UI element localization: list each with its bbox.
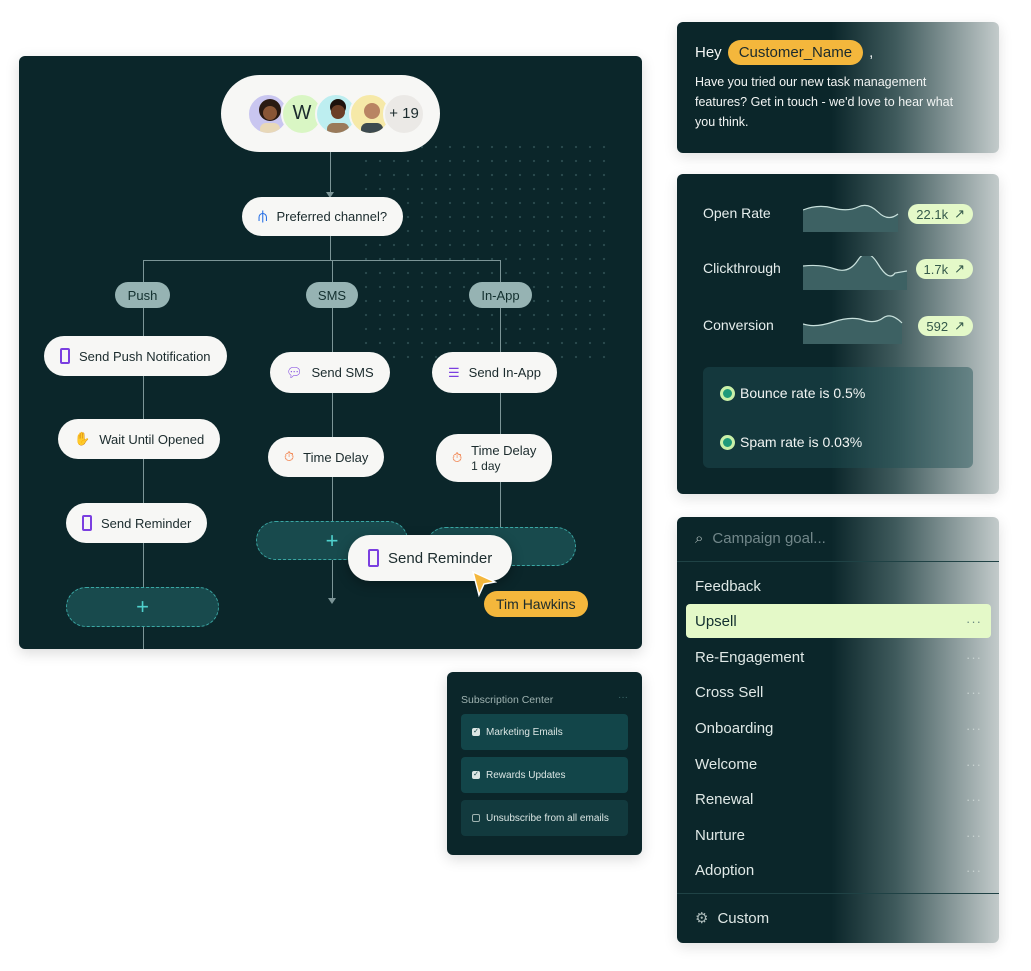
step-label: Time Delay — [303, 449, 369, 465]
stopwatch-icon: ⏱︎ — [452, 450, 463, 466]
spam-rate: Spam rate is 0.03% — [740, 434, 863, 450]
goal-cross-sell[interactable]: Cross Sell··· — [695, 683, 982, 701]
custom-goal-button[interactable]: ⚙ Custom — [695, 909, 770, 928]
add-step-button[interactable]: + — [66, 587, 219, 627]
more-icon: ··· — [966, 684, 982, 700]
phone-icon — [368, 549, 379, 567]
goal-welcome[interactable]: Welcome··· — [695, 755, 982, 773]
trend-up-icon: ↗ — [954, 206, 965, 221]
step-send-sms[interactable]: 💬︎ Send SMS — [270, 352, 390, 393]
more-icon: ··· — [966, 720, 982, 736]
more-icon: ··· — [966, 862, 982, 878]
goal-nurture[interactable]: Nurture··· — [695, 826, 982, 844]
document-icon: ☰ — [448, 364, 460, 380]
audience-count: + 19 — [383, 92, 425, 135]
campaign-search-input[interactable]: Campaign goal... — [712, 530, 826, 547]
goal-feedback[interactable]: Feedback — [695, 577, 761, 595]
dragged-send-reminder[interactable]: Send Reminder — [348, 535, 513, 581]
cursor-user-label: Tim Hawkins — [484, 591, 588, 617]
more-icon[interactable]: ··· — [618, 692, 628, 703]
deliverability-panel: Bounce rate is 0.5% Spam rate is 0.03% — [703, 367, 973, 468]
personalization-token[interactable]: Customer_Name — [727, 40, 864, 65]
trend-up-icon: ↗ — [954, 261, 965, 276]
bounce-rate: Bounce rate is 0.5% — [740, 385, 866, 401]
goal-re-engagement[interactable]: Re-Engagement··· — [695, 648, 982, 666]
journey-canvas: W + 19 ⫛ Preferred channel? Push SMS In-… — [19, 56, 642, 649]
step-send-in-app[interactable]: ☰ Send In-App — [432, 352, 557, 393]
subscription-center-card: Subscription Center ··· ✓Marketing Email… — [447, 672, 642, 855]
open-rate-sparkline — [803, 204, 899, 232]
checkbox-empty-icon[interactable] — [472, 814, 480, 822]
checkbox-checked-icon[interactable]: ✓ — [472, 728, 480, 736]
goal-upsell[interactable]: Upsell··· — [686, 604, 991, 638]
trend-up-icon: ↗ — [954, 318, 965, 333]
goal-renewal[interactable]: Renewal··· — [695, 790, 982, 808]
step-time-delay[interactable]: ⏱︎ Time Delay — [268, 437, 385, 477]
search-icon: ⌕ — [695, 530, 704, 547]
metric-label: Clickthrough — [703, 260, 781, 276]
decision-node[interactable]: ⫛ Preferred channel? — [242, 197, 404, 236]
split-icon: ⫛ — [258, 207, 268, 225]
delay-detail: 1 day — [471, 458, 501, 473]
step-label: Send Reminder — [388, 549, 493, 567]
step-send-reminder[interactable]: Send Reminder — [66, 503, 208, 543]
step-label: Time Delay — [471, 443, 537, 458]
option-unsubscribe-all[interactable]: Unsubscribe from all emails — [461, 800, 628, 836]
phone-icon — [60, 348, 70, 364]
option-rewards-updates[interactable]: ✓Rewards Updates — [461, 757, 628, 793]
open-rate-badge: 22.1k↗ — [908, 204, 973, 224]
step-send-push[interactable]: Send Push Notification — [44, 336, 227, 376]
avatar — [315, 92, 357, 135]
metric-label: Open Rate — [703, 205, 771, 221]
more-icon: ··· — [966, 613, 982, 629]
metric-label: Conversion — [703, 317, 774, 333]
step-label: Send Reminder — [101, 515, 192, 531]
branch-in-app[interactable]: In-App — [469, 282, 532, 308]
message-body: Have you tried our new task management f… — [695, 75, 954, 129]
goal-onboarding[interactable]: Onboarding··· — [695, 719, 982, 737]
hand-icon: ✋ — [74, 431, 91, 446]
option-marketing-emails[interactable]: ✓Marketing Emails — [461, 714, 628, 750]
conversion-badge: 592↗ — [918, 316, 973, 336]
more-icon: ··· — [966, 649, 982, 665]
status-dot-icon — [720, 385, 735, 401]
step-label: Wait Until Opened — [99, 431, 205, 447]
campaign-goal-dropdown: ⌕ Campaign goal... Feedback Upsell··· Re… — [677, 517, 999, 943]
checkbox-checked-icon[interactable]: ✓ — [472, 771, 480, 779]
branch-push[interactable]: Push — [115, 282, 170, 308]
subscription-title: Subscription Center — [461, 694, 554, 706]
clickthrough-sparkline — [803, 256, 907, 290]
decision-label: Preferred channel? — [276, 209, 388, 224]
message-preview-card: Hey Customer_Name , Have you tried our n… — [677, 22, 999, 153]
more-icon: ··· — [966, 791, 982, 807]
more-icon: ··· — [966, 756, 982, 772]
step-label: Send SMS — [311, 365, 374, 380]
cursor-icon — [471, 570, 497, 598]
chat-icon: 💬︎ — [286, 364, 303, 380]
conversion-sparkline — [803, 315, 903, 344]
clickthrough-badge: 1.7k↗ — [915, 259, 973, 279]
more-icon: ··· — [966, 827, 982, 843]
stopwatch-icon: ⏱︎ — [284, 449, 295, 464]
phone-icon — [82, 515, 92, 531]
step-label: Send In-App — [468, 365, 541, 380]
metrics-card: Open Rate 22.1k↗ Clickthrough 1.7k↗ Conv… — [677, 174, 999, 494]
gear-icon: ⚙ — [695, 910, 709, 927]
dot-grid — [359, 140, 609, 360]
comma: , — [869, 44, 874, 61]
goal-adoption[interactable]: Adoption··· — [695, 861, 982, 879]
step-wait-until-opened[interactable]: ✋ Wait Until Opened — [58, 419, 221, 459]
step-label: Send Push Notification — [79, 348, 211, 364]
greeting: Hey — [695, 44, 722, 61]
audience-pill[interactable]: W + 19 — [221, 75, 440, 152]
status-dot-icon — [720, 434, 735, 450]
branch-sms[interactable]: SMS — [306, 282, 358, 308]
